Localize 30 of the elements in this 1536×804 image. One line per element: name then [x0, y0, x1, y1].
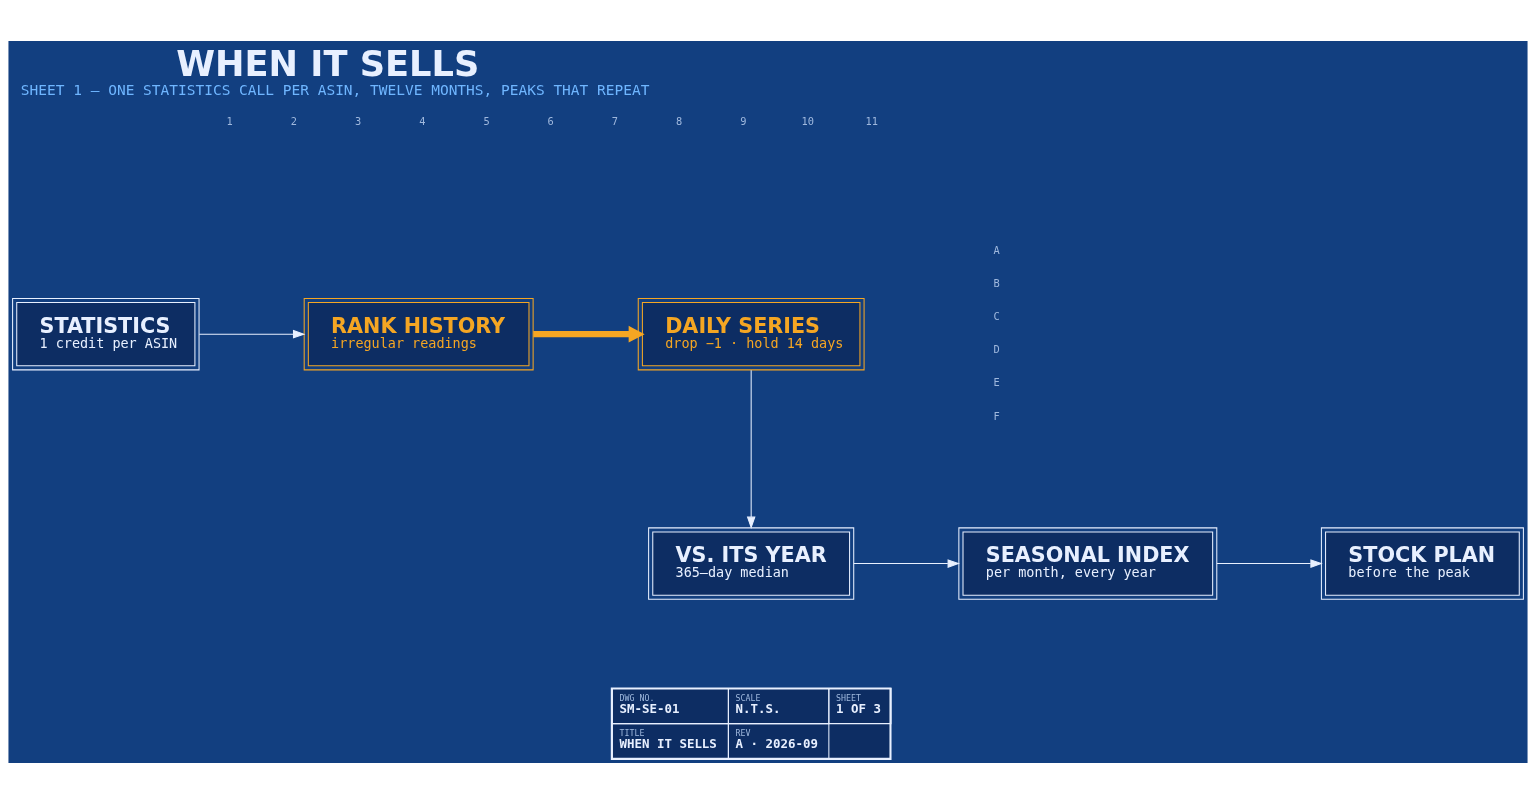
label: 10 — [801, 114, 814, 127]
arrow — [746, 369, 756, 530]
label: F — [993, 409, 1000, 422]
label: D — [993, 343, 1000, 356]
diagram-title: WHEN IT SELLS — [176, 43, 480, 85]
label: B — [993, 277, 1000, 290]
node-box: STOCK PLAN before the peak — [1320, 527, 1524, 600]
arrow — [198, 329, 306, 339]
label: 8 — [676, 114, 683, 127]
label: 1 — [226, 114, 233, 127]
node-box: DAILY SERIES drop −1 · hold 14 days — [637, 297, 865, 371]
label: E — [993, 376, 1000, 389]
node-box: STATISTICS 1 credit per ASIN — [12, 297, 200, 371]
label: 9 — [740, 114, 747, 127]
node-box: VS. ITS YEAR 365–day median — [648, 527, 855, 600]
node-box: RANK HISTORY irregular readings — [303, 297, 534, 371]
label: 5 — [483, 114, 490, 127]
label: C — [993, 310, 1000, 323]
node-box: SEASONAL INDEX per month, every year — [958, 527, 1218, 600]
label: 7 — [611, 114, 619, 127]
arrow — [533, 325, 645, 343]
label: A — [993, 243, 1000, 256]
label: 11 — [865, 114, 879, 127]
label: 6 — [547, 114, 554, 127]
label: 3 — [354, 114, 362, 127]
arrow — [1216, 559, 1323, 568]
arrow — [853, 559, 960, 568]
caption: SHEET 1 — ONE STATISTICS CALL PER ASIN, TWELVE MONTHS, PEAKS THAT REPEAT — [20, 82, 650, 99]
label: 2 — [290, 114, 297, 127]
label: 4 — [419, 114, 426, 127]
